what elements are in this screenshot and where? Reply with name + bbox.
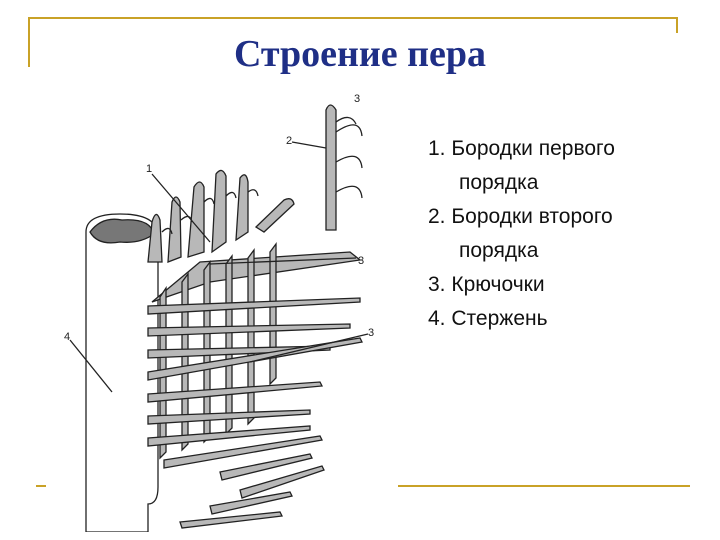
diagram-label-4: 4 (64, 331, 70, 343)
barb (147, 337, 363, 381)
barb (147, 345, 331, 359)
legend-number: 4. (428, 307, 446, 330)
vane-sheet (151, 251, 362, 303)
upper-barb (147, 213, 163, 263)
diagram-label-1: 1 (146, 163, 152, 175)
legend-item: 4. Стержень (428, 302, 708, 336)
barbule (269, 242, 277, 386)
leader-line-1 (151, 173, 211, 243)
legend-list: 1. Бородки первого порядка 2. Бородки вт… (428, 132, 708, 336)
barbule (247, 248, 255, 426)
feather-structure-diagram: 1 2 3 3 3 4 (64, 93, 374, 532)
legend-text: Бородки второго (451, 205, 613, 228)
hook (335, 185, 363, 199)
barb (209, 491, 293, 515)
hook (335, 124, 363, 137)
legend-text: Крючочки (451, 273, 545, 296)
leader-line-4 (69, 339, 113, 393)
frame-bottom-right-line (398, 485, 690, 487)
rachis-cut (89, 218, 155, 244)
hook (203, 197, 215, 205)
barb (147, 297, 361, 315)
barb (147, 409, 311, 425)
hook (335, 116, 357, 125)
leader-line-3 (209, 257, 357, 265)
legend-text-cont: порядка (459, 239, 539, 262)
hook (335, 155, 363, 169)
barbule (225, 254, 233, 436)
frame-bottom-left-line (36, 485, 46, 487)
diagram-label-3b: 3 (358, 255, 364, 267)
legend-number: 3. (428, 273, 446, 296)
frame-top-line (28, 17, 678, 19)
slide-title: Строение пера (233, 33, 487, 75)
hook (225, 191, 237, 199)
legend-item: 1. Бородки первого порядка (428, 132, 708, 200)
legend-item: 3. Крючочки (428, 268, 708, 302)
barb (163, 435, 323, 469)
upper-barb (167, 196, 182, 263)
leader-line-2 (291, 141, 327, 149)
barbule (181, 272, 189, 452)
legend-number: 1. (428, 137, 446, 160)
upper-barb (211, 169, 227, 254)
barb (239, 465, 325, 499)
diagram-label-2: 2 (286, 135, 292, 147)
frame-right-line (676, 17, 678, 33)
legend-text: Стержень (451, 307, 548, 330)
legend-number: 2. (428, 205, 446, 228)
hook (161, 227, 173, 235)
upper-barb (254, 198, 295, 233)
upper-barb (235, 174, 249, 242)
legend-item: 2. Бородки второго порядка (428, 200, 708, 268)
barb (147, 381, 324, 403)
barb (147, 425, 311, 447)
frame-left-line (28, 17, 30, 67)
upper-barb (187, 181, 205, 258)
diagram-label-3c: 3 (368, 327, 374, 339)
diagram-label-3a: 3 (354, 93, 360, 105)
barb (219, 453, 313, 481)
legend-text: Бородки первого (451, 137, 615, 160)
barb (179, 511, 283, 529)
barbule-rod (325, 104, 337, 231)
legend-text-cont: порядка (459, 171, 539, 194)
leader-line-3b (249, 333, 369, 363)
barb (147, 323, 351, 337)
hook (247, 189, 259, 197)
